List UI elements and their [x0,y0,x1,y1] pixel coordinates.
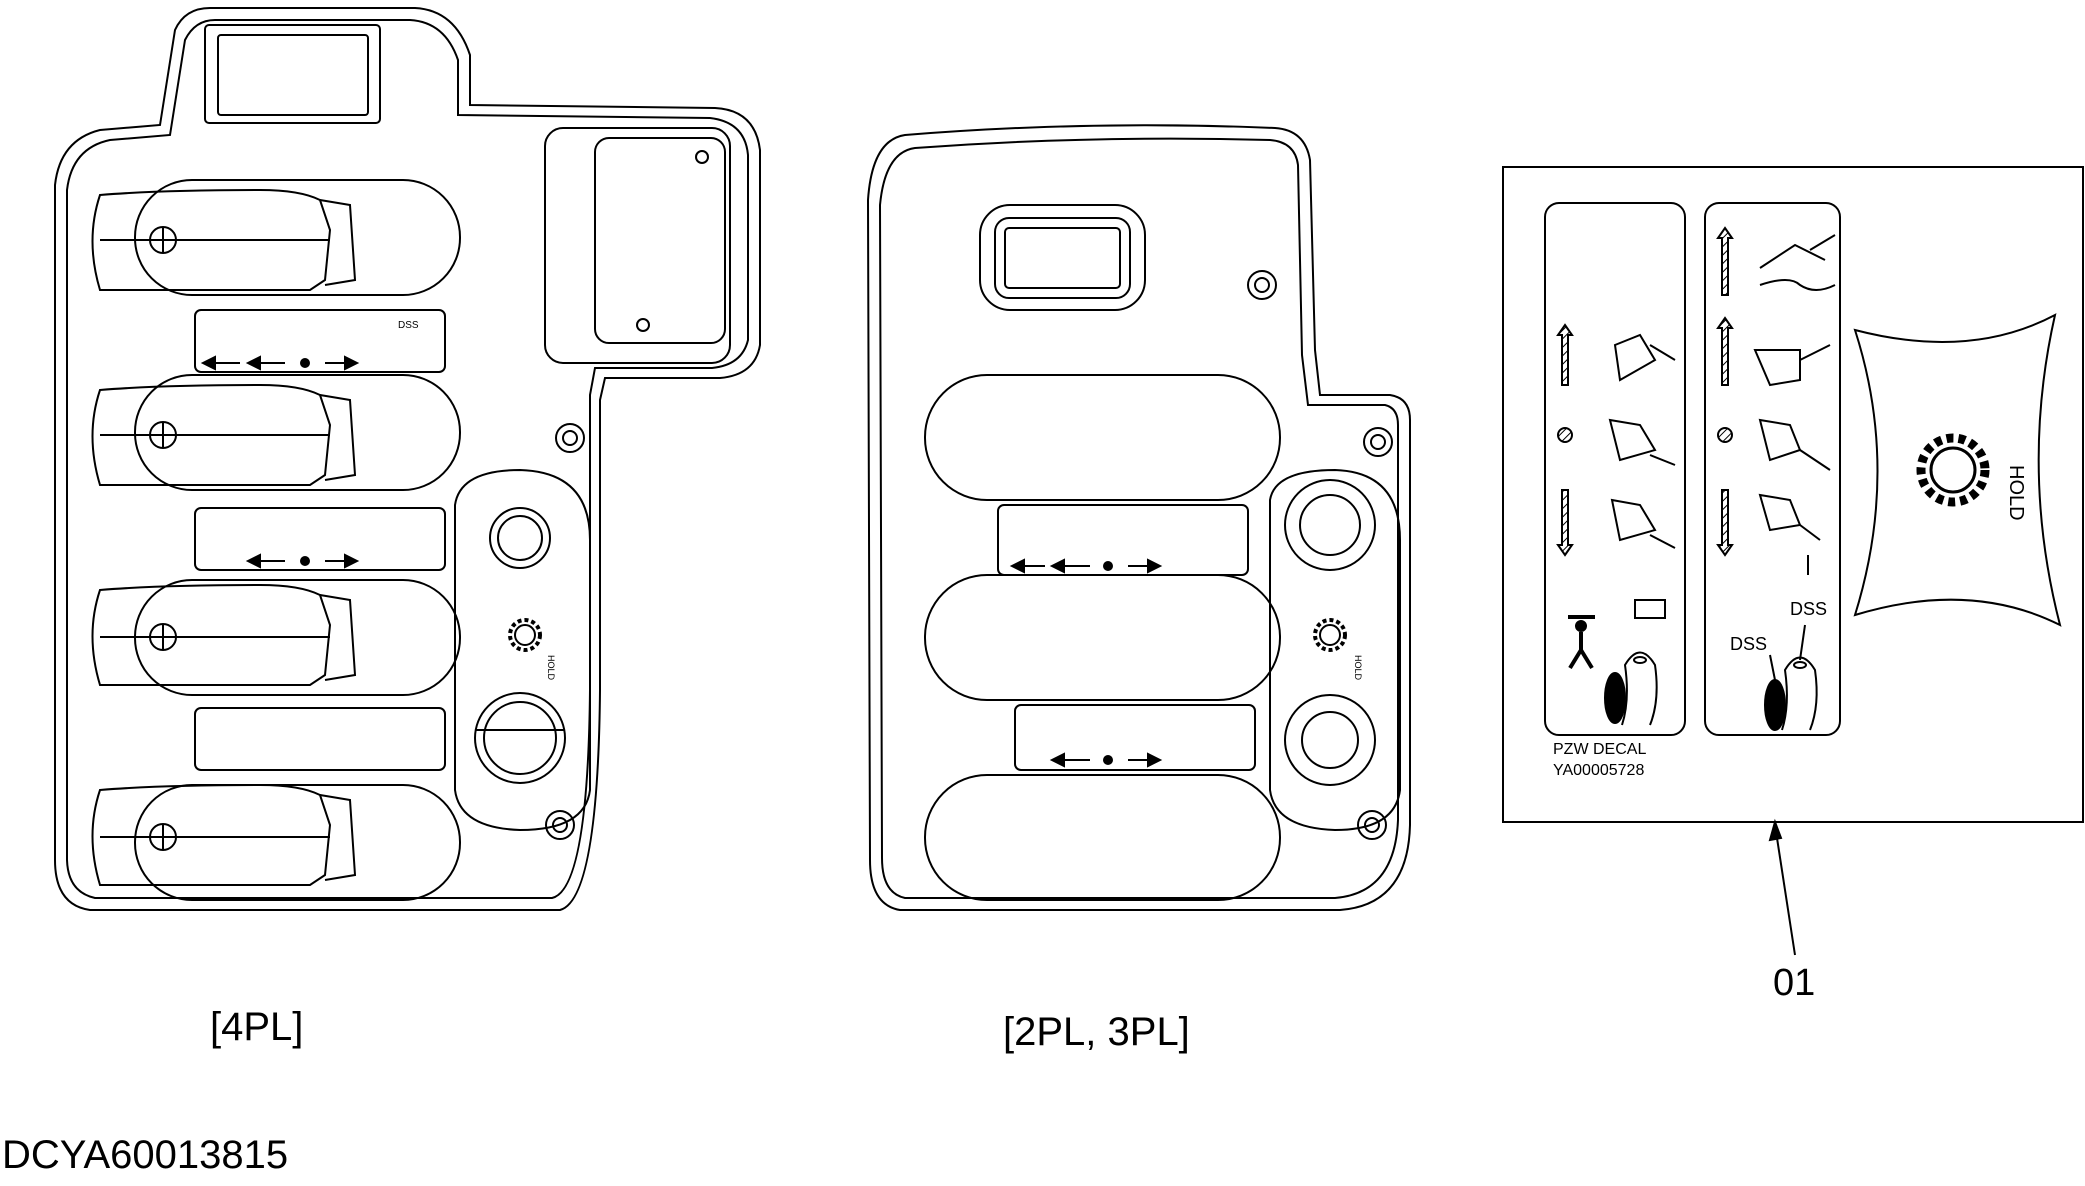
svg-text:YA00005728: YA00005728 [1553,762,1644,779]
arm-up-symbol [1716,226,1836,296]
lever-4 [91,783,461,901]
decal-left-column [1544,202,1686,736]
hold-bowtie [1853,313,2062,627]
arm-curl-symbol [1716,316,1831,387]
callout-label: 01 [1773,962,1815,1004]
caption-2pl3pl: [2PL, 3PL] [1003,1010,1190,1054]
caption-4pl: [4PL] [210,1005,303,1049]
svg-text:HOLD: HOLD [2005,465,2027,521]
svg-text:PZW DECAL: PZW DECAL [1553,741,1646,758]
lever-3 [91,579,461,696]
svg-text:DSS: DSS [1730,634,1767,654]
strip-2pl-1 [997,504,1249,576]
decal-frame [1502,166,2084,823]
panel-2pl3pl [866,124,1411,911]
arm-down-symbol [1716,489,1821,575]
strip-2pl-2 [1014,704,1256,771]
slot-1 [924,374,1281,501]
lever-1 [91,179,461,296]
slot-3 [924,774,1281,901]
strip-4pl-1 [194,309,446,373]
boom-up-symbol [1556,323,1676,386]
callout-leader [1768,818,1796,956]
boom-down-symbol [1556,489,1676,557]
panel-2pl3pl-outline [866,124,1411,911]
svg-text:HOLD: HOLD [1353,655,1363,681]
decal-right-column [1704,202,1841,736]
hold-gear-icon-4pl [508,618,542,652]
strip-4pl-3 [194,707,446,771]
decal-detail [1502,166,2084,823]
neutral-dot-right [1717,427,1733,443]
slot-2 [924,574,1281,701]
neutral-dot-left [1557,427,1573,443]
operator-icon [1568,615,1595,670]
doc-code: DCYA60013815 [2,1133,288,1177]
strip-4pl-2 [194,507,446,571]
trigger-button-left [1604,672,1626,724]
panel-4pl [54,7,761,911]
svg-text:DSS: DSS [398,320,419,331]
hold-gear-icon-2pl [1313,618,1347,652]
trigger-button-right [1764,679,1786,731]
svg-text:HOLD: HOLD [546,655,556,681]
hold-gear-icon [1916,433,1990,507]
panel-4pl-outline [54,7,761,911]
svg-text:DSS: DSS [1790,599,1827,619]
lever-2 [91,374,461,491]
